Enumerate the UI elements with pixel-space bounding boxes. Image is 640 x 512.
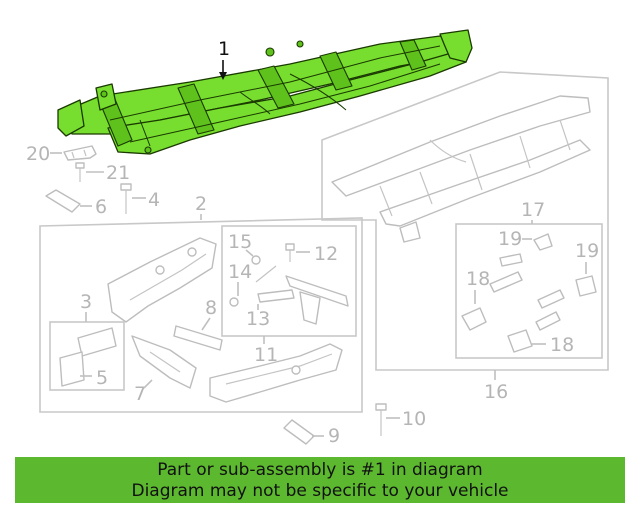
callout-12[interactable]: 12 [314,243,338,265]
bracket-part-3[interactable] [59,327,117,387]
callout-6[interactable]: 6 [95,196,107,218]
group-box-2 [39,217,363,413]
callout-14[interactable]: 14 [228,261,252,283]
callout-10[interactable]: 10 [402,408,426,430]
callout-3[interactable]: 3 [80,291,92,313]
banner-line-2: Diagram may not be specific to your vehi… [131,481,509,501]
frame-assembly-highlighted[interactable] [57,29,473,155]
bolt-part-21[interactable] [75,162,85,182]
bracket-part-20[interactable] [63,145,97,161]
plate-part-8[interactable] [173,325,223,351]
bolt-part-4[interactable] [120,183,132,214]
callout-9[interactable]: 9 [328,425,340,447]
group-box-11 [221,225,357,337]
bolt-part-10[interactable] [375,403,387,436]
callout-19a[interactable]: 19 [498,228,522,250]
bracket-part-18-right[interactable] [507,289,565,353]
callout-17[interactable]: 17 [521,199,545,221]
callout-13[interactable]: 13 [246,308,270,330]
group-box-3 [49,321,125,391]
frame-outline-part-16[interactable] [331,95,591,243]
nut-part-15[interactable] [251,255,261,265]
callout-19b[interactable]: 19 [575,240,599,262]
group-box-17 [455,223,603,359]
callout-11[interactable]: 11 [254,344,278,366]
callout-8[interactable]: 8 [205,297,217,319]
bracket-part-19-left[interactable] [533,233,553,251]
callout-1[interactable]: 1 [218,38,230,60]
callout-2[interactable]: 2 [195,193,207,215]
callout-20[interactable]: 20 [26,143,50,165]
callout-18b[interactable]: 18 [550,334,574,356]
rail-part-7[interactable] [131,335,197,389]
bracket-part-18-left[interactable] [461,253,523,331]
pad-part-6[interactable] [45,189,81,213]
parts-diagram: 1 20 21 6 4 16 17 19 [26,29,609,447]
bracket-part-19-right[interactable] [575,275,597,297]
rail-front-part-2[interactable] [107,237,217,323]
bolt-part-12[interactable] [285,243,295,262]
callout-5[interactable]: 5 [96,367,108,389]
callout-4[interactable]: 4 [148,189,160,211]
crossmember-part-13[interactable] [257,275,349,325]
callout-7[interactable]: 7 [134,383,146,405]
callout-16[interactable]: 16 [484,381,508,403]
callout-15[interactable]: 15 [228,231,252,253]
banner-line-1: Part or sub-assembly is #1 in diagram [157,460,483,480]
callout-18a[interactable]: 18 [466,268,490,290]
callout-21[interactable]: 21 [106,162,130,184]
bolt-part-14[interactable] [229,265,277,307]
pad-part-9[interactable] [283,419,315,445]
rail-rear-part-11[interactable] [209,343,343,403]
info-banner: Part or sub-assembly is #1 in diagram Di… [15,457,625,503]
